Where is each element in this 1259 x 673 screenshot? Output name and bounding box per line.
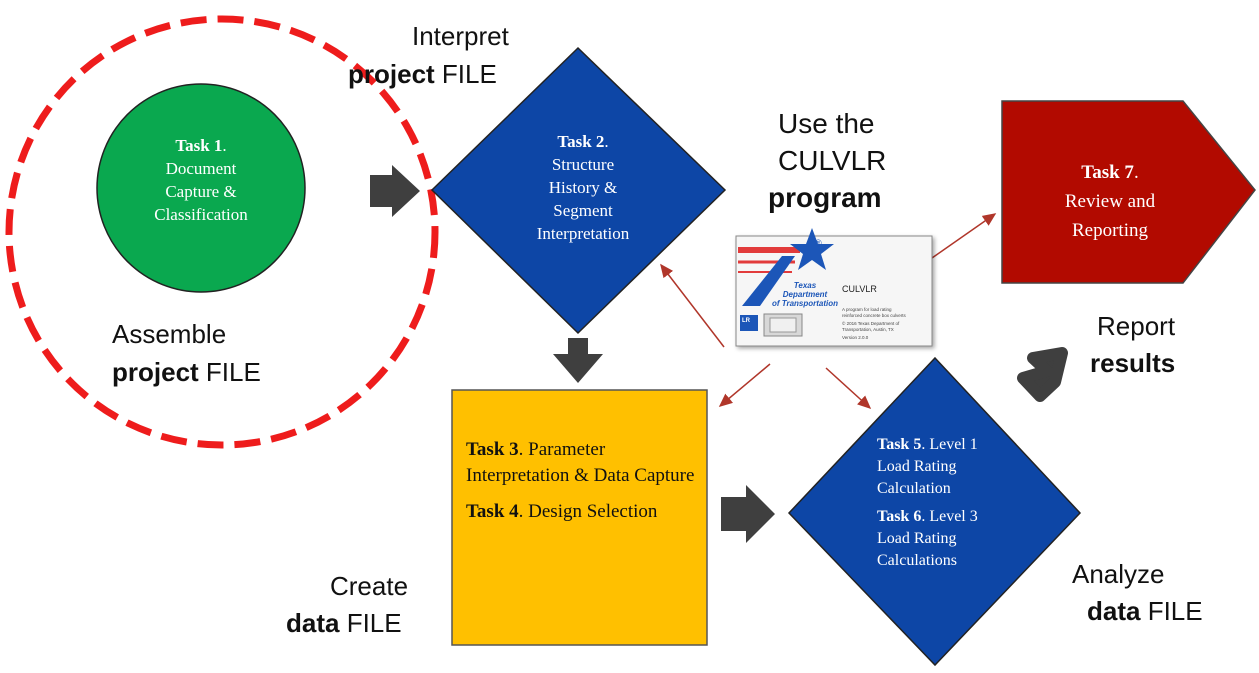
- logo-copy-line1: © 2016 Texas Department of: [842, 321, 900, 326]
- task6-title: Task 6: [877, 508, 922, 525]
- task4-title: Task 4: [466, 501, 519, 522]
- task7-line1: Review and: [1064, 191, 1156, 212]
- registered-mark: ®: [815, 238, 822, 248]
- task5-line2: Calculation: [877, 480, 951, 497]
- interpret-label: Interpret: [412, 21, 509, 51]
- culvlr-label: CULVLR: [778, 145, 887, 176]
- logo-desc-line2: reinforced concrete box culverts: [842, 312, 906, 318]
- analyze-file-word: FILE: [1147, 596, 1203, 626]
- program-label: program: [768, 182, 882, 213]
- task7-text: Task 7. Review and Reporting: [1025, 158, 1195, 245]
- logo-org-line2: Department: [782, 290, 828, 299]
- logo-org-name: Texas Department of Transportation: [770, 281, 840, 308]
- interpret-project-word: project: [348, 59, 435, 89]
- create-data-word: data: [286, 608, 340, 638]
- task6-line2: Calculations: [877, 552, 957, 569]
- logo-description: A program for load rating reinforced con…: [842, 307, 906, 341]
- task2-line3: Segment: [553, 201, 613, 220]
- arrow-task6-to-task7: [1017, 347, 1068, 402]
- logo-org-line3: of Transportation: [771, 299, 839, 308]
- task2-line1: Structure: [551, 155, 615, 174]
- task4-desc: Design Selection: [528, 501, 658, 522]
- assemble-label: Assemble: [112, 319, 227, 349]
- task5-title: Task 5: [877, 436, 922, 453]
- logo-badge: LR: [742, 318, 750, 324]
- task3-desc: Parameter Interpretation & Data Capture: [466, 439, 695, 486]
- task7-title: Task 7: [1081, 162, 1134, 183]
- logo-version: Version 2.0.0: [842, 335, 869, 340]
- use-the-label: Use the: [778, 108, 875, 139]
- report-label: Report: [1097, 311, 1176, 341]
- task7-pentagon: [1001, 100, 1256, 284]
- thin-arrow-logo-to-task5: [825, 367, 872, 410]
- task1-line3: Classification: [154, 205, 248, 224]
- task4-block: Task 4. Design Selection: [466, 501, 658, 522]
- logo-copy-line2: Transportation, Austin, TX: [842, 326, 894, 332]
- task2-line4: Interpretation: [536, 224, 630, 243]
- task1-line1: Document: [165, 159, 237, 178]
- task6-level: Level 3: [929, 508, 978, 525]
- task1-text: Task 1. Document Capture & Classificatio…: [131, 134, 271, 226]
- texas-star-icon: [790, 228, 834, 270]
- task3-title: Task 3: [466, 439, 519, 460]
- task5-line1: Load Rating: [877, 458, 957, 475]
- thin-arrow-logo-to-task7: [931, 213, 997, 259]
- task6-line1: Load Rating: [877, 530, 957, 547]
- task2-title: Task 2: [557, 132, 605, 151]
- task5-level: Level 1: [929, 436, 978, 453]
- task1-line2: Capture &: [165, 182, 237, 201]
- assemble-project-word: project: [112, 357, 199, 387]
- thin-arrow-logo-to-task3: [718, 363, 771, 407]
- task1-title: Task 1: [175, 136, 223, 155]
- logo-org-line1: Texas: [793, 281, 817, 290]
- task1-circle: [96, 83, 306, 293]
- task3-4-square: [451, 389, 708, 646]
- create-data-file-label: data FILE: [286, 607, 402, 639]
- create-file-word: FILE: [346, 608, 402, 638]
- assemble-project-file-label: project FILE: [112, 356, 261, 388]
- analyze-data-file-label: data FILE: [1087, 595, 1203, 627]
- create-label: Create: [330, 571, 409, 601]
- logo-product-name: CULVLR: [842, 284, 877, 294]
- results-label: results: [1090, 348, 1176, 378]
- thin-arrow-logo-to-task2: [660, 263, 725, 348]
- analyze-data-word: data: [1087, 596, 1141, 626]
- task7-line2: Reporting: [1072, 220, 1148, 241]
- arrow-task1-to-task2: [370, 165, 420, 217]
- arrow-task2-to-task3: [553, 338, 603, 383]
- interpret-project-file-label: project FILE: [348, 58, 497, 90]
- task5-6-diamond: [787, 356, 1082, 667]
- interpret-file-word: FILE: [441, 59, 497, 89]
- task2-diamond: [430, 46, 727, 335]
- task5-6-text: Task 5. Level 1 Load Rating Calculation …: [877, 434, 1022, 572]
- logo-desc-line1: A program for load rating: [842, 307, 892, 312]
- task3-4-text: Task 3. Parameter Interpretation & Data …: [466, 437, 698, 525]
- task2-line2: History &: [548, 178, 618, 197]
- analyze-label: Analyze: [1072, 559, 1165, 589]
- culvlr-logo-card: [735, 228, 933, 347]
- task2-text: Task 2. Structure History & Segment Inte…: [518, 130, 648, 245]
- assemble-dashed-circle: [5, 15, 439, 449]
- task3-block: Task 3. Parameter Interpretation & Data …: [466, 439, 695, 486]
- arrow-task4-to-task5: [721, 485, 775, 543]
- assemble-file-word: FILE: [205, 357, 261, 387]
